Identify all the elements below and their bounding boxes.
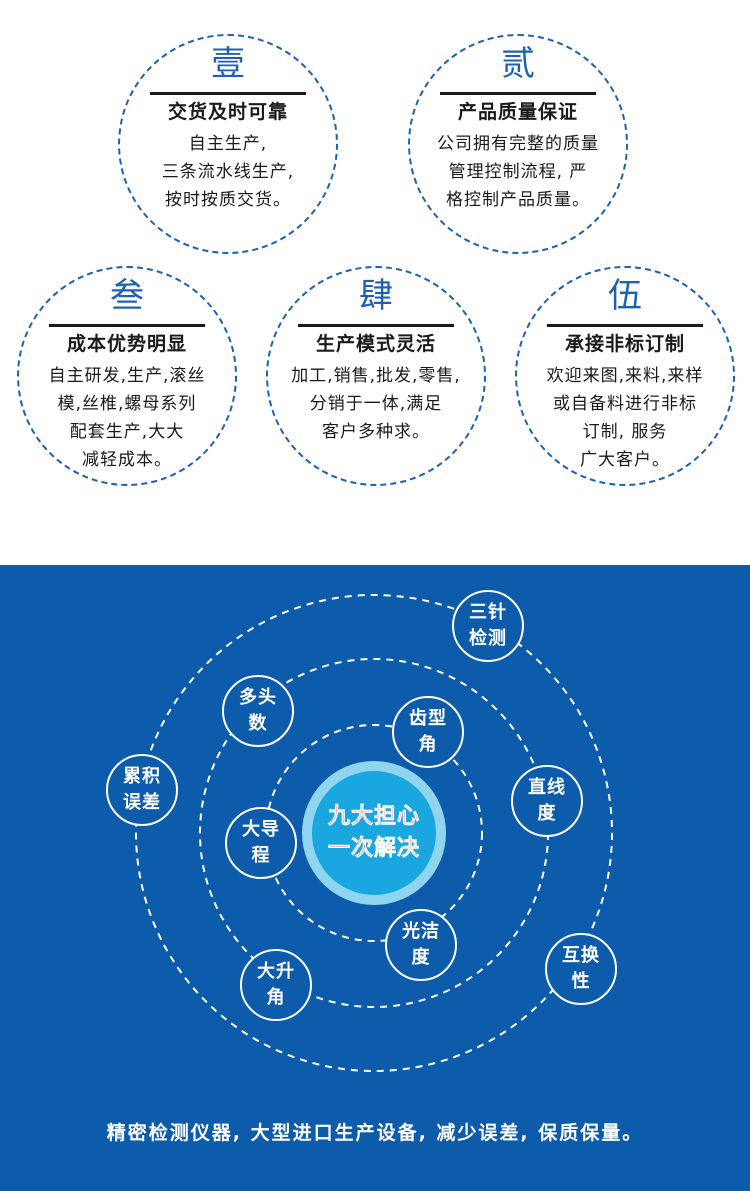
feature-title: 承接非标订制 [564, 333, 685, 355]
node-label: 程 [251, 845, 271, 866]
node-label: 角 [418, 734, 438, 755]
feature-number: 贰 [501, 44, 535, 84]
node-label: 多头 [239, 687, 277, 708]
feature-circle-4: 肆 生产模式灵活 加工,销售,批发,零售, 分销于一体,满足 客户多种求。 [266, 266, 486, 486]
feature-number: 叁 [110, 276, 144, 316]
feature-line: 格控制产品质量。 [446, 190, 590, 210]
feature-description: 公司拥有完整的质量 管理控制流程, 严 格控制产品质量。 [422, 130, 614, 214]
feature-line: 配套生产,大大 [69, 422, 185, 442]
feature-line: 加工,销售,批发,零售, [291, 366, 461, 386]
node-label: 误差 [123, 792, 161, 813]
feature-line: 公司拥有完整的质量 [437, 134, 599, 154]
node-straightness: 直线度 [511, 765, 583, 837]
node-label: 大导 [242, 819, 280, 840]
node-label: 性 [571, 971, 591, 992]
orbit-diagram-section: 九大担心 一次解决 三针检测 多头数 齿型角 累积误差 直线度 大导程 光洁度 … [0, 565, 750, 1191]
node-three-wire-test: 三针检测 [452, 590, 524, 662]
feature-line: 自主研发,生产,滚丝 [48, 366, 206, 386]
node-label: 数 [248, 713, 268, 734]
center-title-line: 九大担心 [327, 804, 420, 830]
node-label: 齿型 [409, 708, 447, 729]
node-label: 度 [537, 803, 557, 824]
node-multi-start: 多头数 [222, 675, 294, 747]
feature-title: 成本优势明显 [66, 333, 187, 355]
title-divider [547, 324, 703, 327]
title-divider [298, 324, 454, 327]
feature-title: 交货及时可靠 [167, 101, 288, 123]
node-label: 三针 [469, 602, 507, 623]
node-label: 检测 [469, 628, 507, 649]
center-badge: 九大担心 一次解决 [312, 771, 436, 895]
feature-line: 客户多种求。 [322, 422, 430, 442]
node-label: 大升 [257, 961, 295, 982]
title-divider [150, 92, 306, 95]
center-title-line: 一次解决 [327, 836, 420, 862]
feature-title: 生产模式灵活 [315, 333, 436, 355]
feature-line: 欢迎来图,来料,来样 [546, 366, 704, 386]
feature-circle-5: 伍 承接非标订制 欢迎来图,来料,来样 或自备料进行非标 订制, 服务 广大客户… [515, 266, 735, 486]
feature-line: 管理控制流程, 严 [448, 162, 588, 182]
feature-number: 壹 [211, 44, 245, 84]
node-interchangeability: 互换性 [545, 933, 617, 1005]
orbit-ring-outer [135, 594, 613, 1072]
footer-slogan: 精密检测仪器, 大型进口生产设备, 减少误差, 保质保量。 [106, 1122, 644, 1144]
feature-circle-3: 叁 成本优势明显 自主研发,生产,滚丝 模,丝椎,螺母系列 配套生产,大大 减轻… [17, 266, 237, 486]
feature-line: 自主生产, [188, 134, 268, 154]
feature-line: 广大客户。 [580, 450, 670, 470]
node-large-helix-angle: 大升角 [240, 949, 312, 1021]
feature-circle-2: 贰 产品质量保证 公司拥有完整的质量 管理控制流程, 严 格控制产品质量。 [408, 34, 628, 254]
title-divider [440, 92, 596, 95]
feature-line: 或自备料进行非标 [553, 394, 697, 414]
node-label: 光洁 [402, 921, 440, 942]
feature-number: 肆 [359, 276, 393, 316]
node-label: 互换 [562, 945, 600, 966]
node-label: 度 [411, 947, 431, 968]
node-large-lead: 大导程 [225, 807, 297, 879]
feature-line: 减轻成本。 [82, 450, 172, 470]
node-label: 角 [266, 987, 286, 1008]
node-cumulative-error: 累积误差 [106, 754, 178, 826]
node-label: 累积 [123, 766, 161, 787]
feature-description: 欢迎来图,来料,来样 或自备料进行非标 订制, 服务 广大客户。 [529, 362, 721, 474]
node-thread-angle: 齿型角 [392, 696, 464, 768]
feature-line: 分销于一体,满足 [309, 394, 443, 414]
feature-line: 三条流水线生产, [161, 162, 295, 182]
feature-circle-1: 壹 交货及时可靠 自主生产, 三条流水线生产, 按时按质交货。 [118, 34, 338, 254]
title-divider [49, 324, 205, 327]
feature-description: 自主生产, 三条流水线生产, 按时按质交货。 [132, 130, 324, 214]
node-surface-finish: 光洁度 [385, 909, 457, 981]
feature-description: 加工,销售,批发,零售, 分销于一体,满足 客户多种求。 [280, 362, 472, 446]
node-label: 直线 [528, 777, 566, 798]
feature-title: 产品质量保证 [457, 101, 578, 123]
feature-number: 伍 [608, 276, 642, 316]
feature-line: 模,丝椎,螺母系列 [57, 394, 197, 414]
feature-line: 按时按质交货。 [165, 190, 291, 210]
feature-line: 订制, 服务 [582, 422, 668, 442]
feature-description: 自主研发,生产,滚丝 模,丝椎,螺母系列 配套生产,大大 减轻成本。 [31, 362, 223, 474]
